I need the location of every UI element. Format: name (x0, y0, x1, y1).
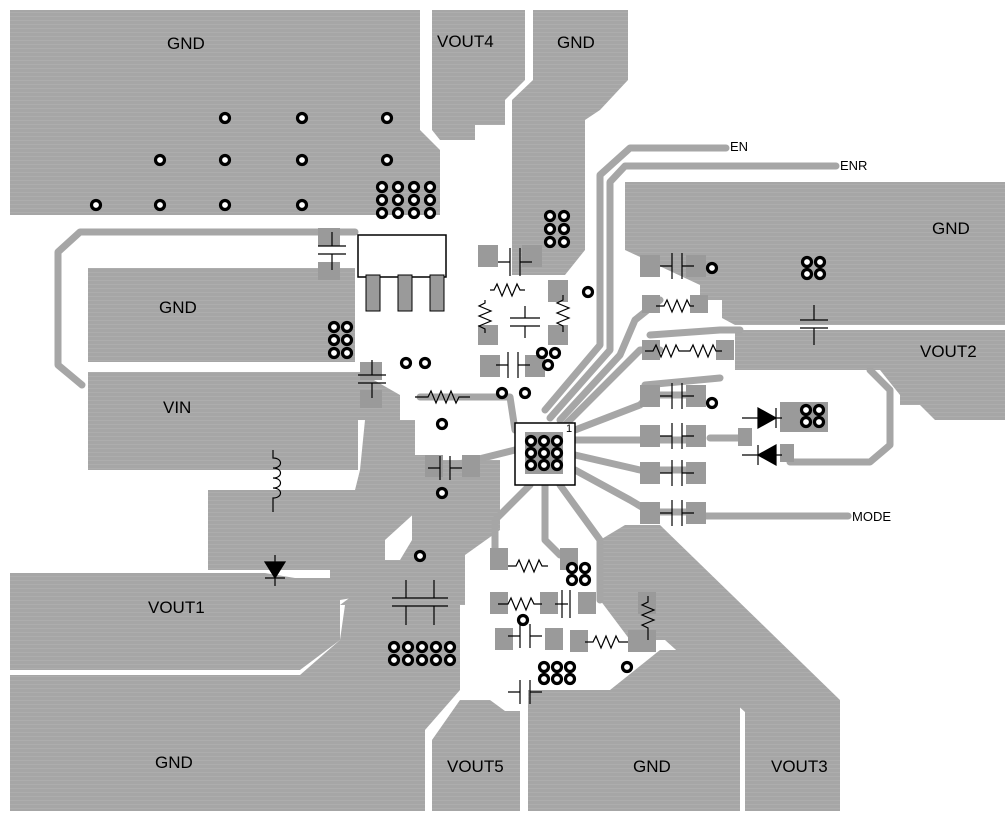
cap-trace-right (641, 374, 724, 389)
vout5-pour (432, 700, 520, 811)
gnd-pour-right (625, 182, 1005, 325)
vout2-pour (735, 330, 1005, 420)
net-label-gnd-left-middle: GND (159, 298, 197, 317)
gnd-pour-left-middle (88, 268, 355, 362)
gnd-pour-top-center (512, 10, 628, 275)
net-label-vin: VIN (163, 398, 192, 417)
inductor-symbol (272, 450, 282, 512)
net-label-gnd-top-center: GND (557, 33, 595, 52)
vin-loop-trace (54, 228, 359, 389)
net-label-vout1: VOUT1 (148, 598, 205, 617)
capacitor-symbols (318, 232, 828, 704)
ic-pin1-marker: 1 (566, 423, 573, 435)
ic-fan-right-3 (571, 451, 704, 474)
enr-trace (546, 162, 840, 422)
ic-fan-down-2 (541, 481, 564, 559)
vout2-loop (786, 366, 894, 466)
net-label-gnd-bottom-left: GND (155, 753, 193, 772)
gnd-pour-center-left (340, 460, 500, 605)
signal-label-en: EN (730, 139, 749, 154)
ic-fan-down-1 (491, 481, 534, 554)
net-label-vout3: VOUT3 (771, 757, 828, 776)
resistor-symbols (415, 282, 722, 650)
ic-fan-down-3 (556, 481, 604, 604)
vout4-pour (432, 10, 525, 140)
en-trace (541, 144, 730, 414)
net-label-vout2: VOUT2 (920, 342, 977, 361)
left-res-trace (416, 393, 519, 434)
gnd-pour-bottom-right-wedge (600, 525, 840, 811)
pads (318, 228, 828, 652)
vout1-pour (10, 560, 400, 670)
vin-pour (88, 372, 400, 470)
gnd-pour-bottom-center (528, 650, 740, 811)
net-label-vout4: VOUT4 (437, 32, 494, 51)
net-label-vout5: VOUT5 (447, 757, 504, 776)
vias (89, 111, 827, 686)
net-label-gnd-right: GND (932, 219, 970, 238)
fb-trace-right (646, 326, 744, 339)
diode-symbols (263, 406, 782, 586)
ic-fan-right-4 (571, 466, 694, 516)
inductor-pour (208, 420, 440, 570)
net-label-gnd-top-left: GND (167, 34, 205, 53)
signal-label-enr: ENR (840, 158, 868, 173)
copper-pours (10, 10, 1005, 811)
silkscreen (263, 232, 828, 704)
signal-label-mode: MODE (852, 509, 891, 524)
net-label-gnd-bottom-center: GND (633, 757, 671, 776)
sot223-regulator (357, 234, 447, 312)
gnd-pour-bottom-left (10, 605, 460, 811)
